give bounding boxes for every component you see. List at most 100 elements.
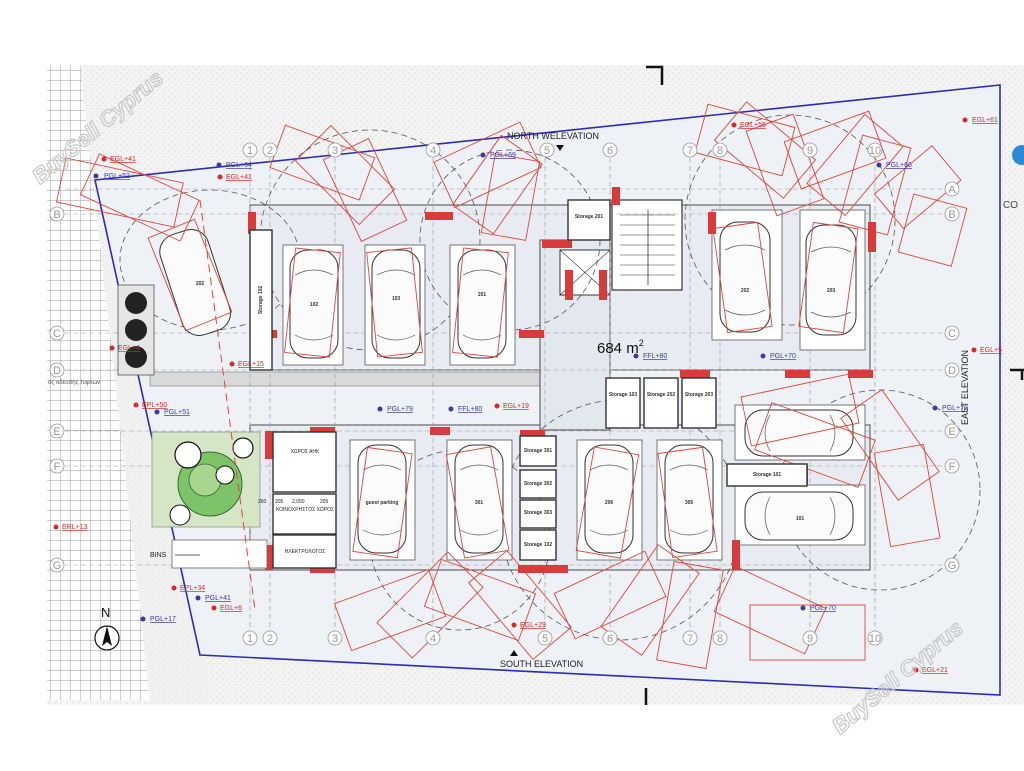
storage-label: Storage 302 <box>524 481 553 487</box>
grid-number: 2 <box>267 633 273 645</box>
level-label: EGL+55 <box>740 122 766 129</box>
storage-label: Storage 301 <box>524 448 553 454</box>
level-label: EGL+41 <box>226 174 252 181</box>
storage-rooms <box>249 199 808 561</box>
bins-area <box>171 539 268 569</box>
ac-fan <box>125 346 147 368</box>
storage-label: Storage 103 <box>609 392 638 398</box>
level-label: FFL+80 <box>458 406 482 413</box>
storage-label: Storage 303 <box>524 510 553 516</box>
road-text: ος οδευσης τυφλων <box>48 380 100 386</box>
ramp-line <box>199 199 256 611</box>
level-label: PGL+70 <box>770 353 796 360</box>
car-101 <box>744 491 854 541</box>
grid-letters-left: B C D E F G <box>53 209 62 572</box>
grid-letter: G <box>948 560 957 572</box>
parking-label: 103 <box>392 296 401 302</box>
level-marker-icons-blue <box>93 152 938 622</box>
staircase <box>611 199 683 291</box>
storage-label: Storage 202 <box>647 392 676 398</box>
car-103 <box>371 249 421 359</box>
grid-number: 9 <box>807 145 813 157</box>
vehicle-swept-paths <box>55 101 968 670</box>
level-label: PGL+41 <box>205 595 231 602</box>
north-elevation-marker <box>556 145 564 151</box>
level-label: FFL+80 <box>643 353 667 360</box>
grid-letter: C <box>53 328 61 340</box>
level-label: EGL+19 <box>503 403 529 410</box>
storage-label: Storage 203 <box>685 392 714 398</box>
grid-number: 6 <box>607 633 613 645</box>
storage-label: Storage 102 <box>524 542 553 548</box>
grid-number: 6 <box>607 145 613 157</box>
waste-room-label: ΧΩΡΟΣ ΑΗΚ <box>291 449 320 455</box>
grid-number: 1 <box>247 145 253 157</box>
grid-number: 2 <box>267 145 273 157</box>
grid-number: 8 <box>717 633 723 645</box>
storage-label: Storage 101 <box>753 472 782 478</box>
grid-letter: A <box>948 184 956 196</box>
grid-letter: F <box>949 461 956 473</box>
parking-label: 102 <box>310 302 319 308</box>
grid-numbers-bottom: 1 2 3 4 5 6 7 8 9 10 <box>247 633 881 645</box>
grid-numbers-top: 1 2 3 4 5 6 7 8 9 10 <box>247 145 881 157</box>
car-east-top <box>744 409 854 457</box>
corridor <box>149 371 551 387</box>
grid-number: 7 <box>687 145 693 157</box>
dimension: 205 <box>275 499 284 505</box>
south-elevation-label: SOUTH ELEVATION <box>500 659 583 669</box>
level-label: EGL+5 <box>980 347 1002 354</box>
grid-letter: D <box>948 365 956 377</box>
grid-markers-top <box>242 142 883 158</box>
car-202 <box>719 221 771 333</box>
level-label: PGL+70 <box>810 605 836 612</box>
north-arrow-icon <box>94 625 120 651</box>
north-elevation-label: NORTH WELEVATION <box>507 131 599 141</box>
level-label: EGL+15 <box>238 361 264 368</box>
grid-letter: E <box>53 426 60 438</box>
level-label: PGL+17 <box>150 616 176 623</box>
grid-letters-right-markers <box>944 181 960 573</box>
level-label: EPL+50 <box>142 402 167 409</box>
bins-label: BINS <box>150 552 167 559</box>
grid-number: 3 <box>332 633 338 645</box>
grid-letter: F <box>54 461 61 473</box>
parking-label: 202 <box>741 288 750 294</box>
level-label: PGL+64 <box>226 162 252 169</box>
grid-letters-right: A B C D E F G <box>948 184 957 572</box>
level-label: PGL+51 <box>164 409 190 416</box>
parking-labels: 202 102 103 201 202 203 guest parking 30… <box>196 281 836 522</box>
grid-number: 8 <box>717 145 723 157</box>
grid-number: 1 <box>247 633 253 645</box>
storage-label: Storage 201 <box>575 214 604 220</box>
dimension-labels: 2,050 205 205 260 <box>258 499 329 505</box>
level-label: EPL+34 <box>180 585 205 592</box>
level-label: EGL+21 <box>922 667 948 674</box>
edge-logo-icon <box>1012 145 1024 165</box>
parking-label: 305 <box>685 500 694 506</box>
parking-label: 301 <box>475 500 484 506</box>
dimension: 260 <box>258 499 267 505</box>
electrical-room-label: ΗΛΕΚΤΡΟΛΟΓΟΣ <box>285 549 326 555</box>
grid-number: 10 <box>869 145 881 157</box>
section-marks <box>644 65 1024 705</box>
grid-number: 5 <box>544 145 550 157</box>
car-203 <box>805 224 857 336</box>
common-area-label: ΚΟΙΝΟΧΡΗΣΤΟΣ ΧΩΡΟΣ <box>276 507 334 513</box>
car-202-left <box>159 229 231 336</box>
level-label: PGL+79 <box>387 406 413 413</box>
north-label: N <box>101 605 110 620</box>
grid-number: 10 <box>869 633 881 645</box>
level-markers-red: EGL+41 EGL+41 EGL+55 EGL+61 EGL+15 EGL+5… <box>62 117 1002 674</box>
grid-letter: B <box>53 209 60 221</box>
parking-label: 201 <box>478 292 487 298</box>
garden-trees <box>169 437 254 526</box>
grid-letter: C <box>948 328 956 340</box>
storage-label: Storage 102 <box>258 286 264 315</box>
edge-logo-text: CO <box>1003 200 1018 211</box>
grid-letters-left-markers <box>49 206 65 573</box>
level-label: PGL+70 <box>942 405 968 412</box>
dimension: 205 <box>320 499 329 505</box>
parking-label: guest parking <box>366 500 399 506</box>
